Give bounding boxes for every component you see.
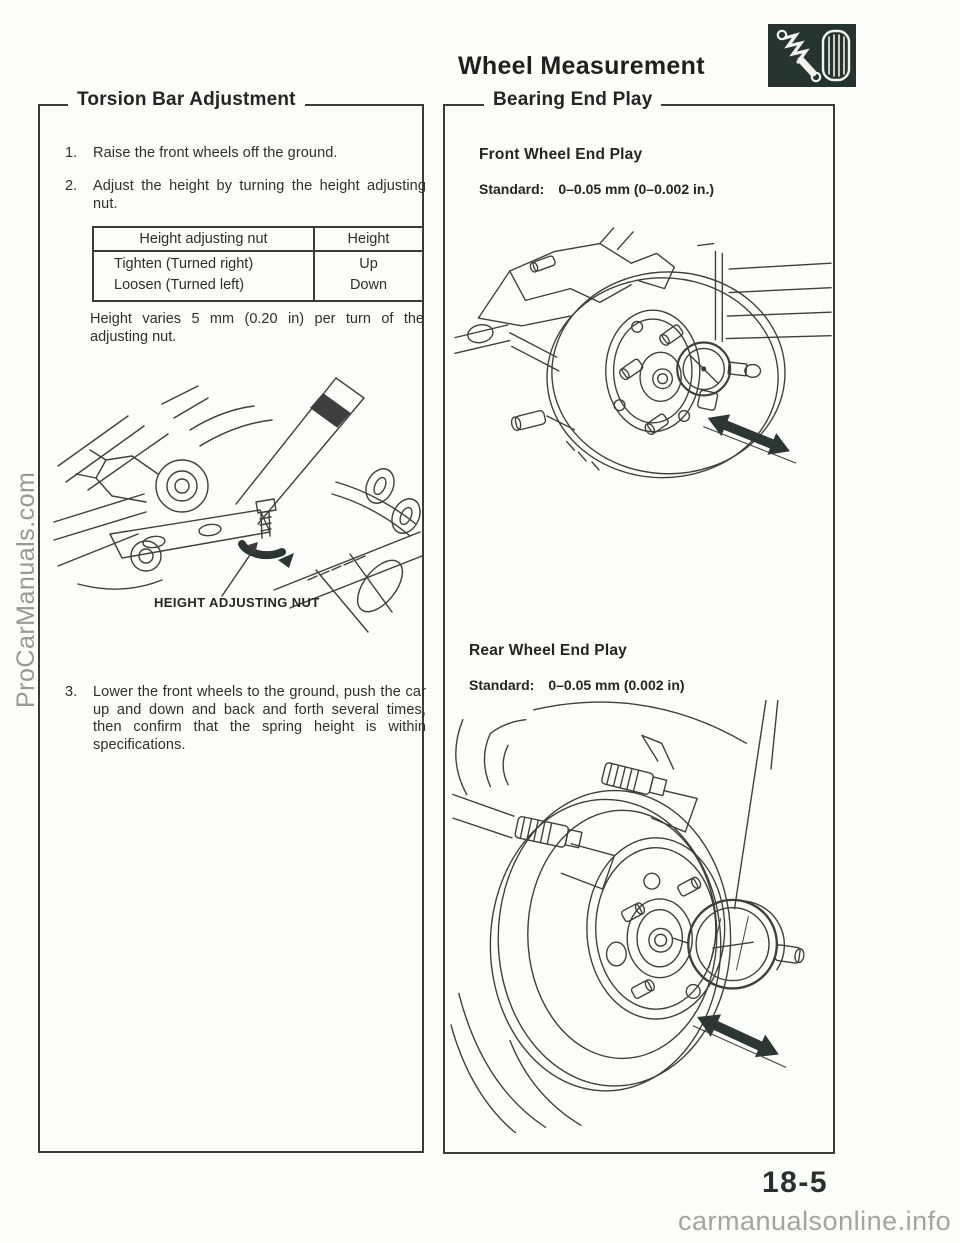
height-adjusting-table: Height adjusting nut Height Tighten (Tur… — [92, 226, 424, 302]
table-cell-loosen: Loosen (Turned left) — [114, 277, 245, 293]
bearing-end-play-panel: Front Wheel End Play Standard: 0–0.05 mm … — [443, 104, 835, 1154]
page-number: 18-5 — [762, 1166, 829, 1199]
table-header-height: Height — [313, 226, 424, 252]
front-standard-line: Standard: 0–0.05 mm (0–0.002 in.) — [479, 181, 714, 197]
rear-wheel-heading: Rear Wheel End Play — [469, 642, 627, 659]
step2-number: 2. — [65, 178, 78, 194]
step1-number: 1. — [65, 145, 78, 161]
torsion-panel-title: Torsion Bar Adjustment — [68, 89, 305, 111]
step3-text: Lower the front wheels to the ground, pu… — [93, 684, 426, 753]
torsion-bar-underbody-figure: HEIGHT ADJUSTING NUT — [50, 374, 424, 646]
rear-standard-label: Standard: — [469, 677, 535, 693]
page-title: Wheel Measurement — [458, 52, 705, 80]
rear-standard-value: 0–0.05 mm (0.002 in) — [548, 677, 685, 693]
bearing-panel-title: Bearing End Play — [484, 89, 662, 111]
height-variation-note: Height varies 5 mm (0.20 in) per turn of… — [90, 311, 424, 345]
front-hub-dial-indicator-figure — [451, 224, 833, 493]
step3-number: 3. — [65, 684, 78, 700]
site-watermark: carmanualsonline.info — [678, 1206, 952, 1236]
front-standard-value: 0–0.05 mm (0–0.002 in.) — [558, 181, 714, 197]
table-header-row: Height adjusting nut Height — [92, 226, 424, 252]
table-cell-down: Down — [349, 277, 388, 293]
rear-standard-line: Standard: 0–0.05 mm (0.002 in) — [469, 677, 685, 693]
table-cell-tighten: Tighten (Turned right) — [114, 256, 254, 272]
side-watermark: ProCarManuals.com — [12, 471, 40, 708]
shock-absorber-and-tire-icon — [768, 24, 856, 87]
step2-text: Adjust the height by turning the height … — [93, 178, 426, 212]
table-body-row: Tighten (Turned right) Loosen (Turned le… — [92, 250, 424, 302]
torsion-bar-adjustment-panel: 1. Raise the front wheels off the ground… — [38, 104, 426, 1153]
front-standard-label: Standard: — [479, 181, 545, 197]
step1-text: Raise the front wheels off the ground. — [93, 145, 338, 161]
height-adjusting-nut-label: HEIGHT ADJUSTING NUT — [154, 595, 320, 610]
table-cell-up: Up — [359, 256, 378, 272]
table-header-action: Height adjusting nut — [92, 226, 315, 252]
rear-hub-dial-indicator-figure — [449, 700, 833, 1134]
front-wheel-heading: Front Wheel End Play — [479, 146, 643, 163]
